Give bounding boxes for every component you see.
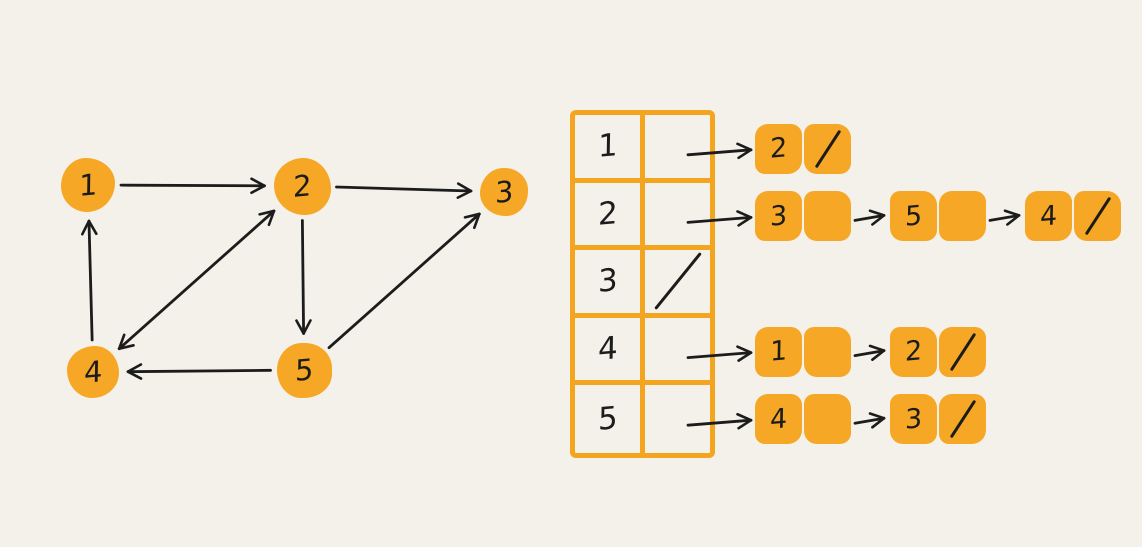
list-node-value-box-2-2: 4 <box>1025 191 1072 242</box>
graph-node-4: 4 <box>67 346 119 398</box>
graph-edges <box>81 177 481 380</box>
list-node-pointer-box-5-1 <box>939 394 986 445</box>
graph-node-2: 2 <box>273 157 331 215</box>
head-pointer-arrow-2 <box>686 210 753 227</box>
edge-1-2 <box>119 177 266 195</box>
graph-node-5: 5 <box>276 342 332 398</box>
graph-node-1: 1 <box>61 158 115 212</box>
list-node-value-box-4-0: 1 <box>755 326 802 377</box>
adjacency-table-vertex-cell-4: 4 <box>575 317 645 386</box>
edge-5-3 <box>327 212 481 350</box>
list-node-value-box-4-1: 2 <box>890 326 937 377</box>
list-node-pointer-box-5-0 <box>804 394 851 445</box>
edge-2-3 <box>335 182 473 199</box>
list-node-pointer-box-2-2 <box>1074 191 1121 242</box>
adjacency-table-vertex-cell-2: 2 <box>575 182 645 251</box>
head-pointer-arrow-1 <box>686 142 753 160</box>
adjacency-table-pointer-cell-4 <box>645 318 710 386</box>
graph-node-3: 3 <box>480 168 528 216</box>
list-node-value-box-5-0: 4 <box>755 394 802 445</box>
edge-2-4-bidirectional <box>117 209 276 351</box>
list-node-pointer-box-1-0 <box>804 123 851 174</box>
list-node-pointer-box-2-1 <box>939 191 986 242</box>
adjacency-table-pointer-cell-3 <box>645 250 710 318</box>
next-pointer-arrow-4-0 <box>853 344 886 362</box>
edge-2-5 <box>295 219 312 335</box>
head-pointer-arrow-4 <box>686 345 753 362</box>
adjacency-table-vertex-cell-3: 3 <box>575 250 645 318</box>
adjacency-table-vertex-cell-1: 1 <box>575 115 645 183</box>
adjacency-table-pointer-cell-2 <box>645 183 710 251</box>
edge-4-1 <box>81 219 98 342</box>
list-node-value-box-1-0: 2 <box>755 123 802 174</box>
pointer-arrows <box>686 142 1021 430</box>
next-pointer-arrow-2-0 <box>853 209 886 226</box>
list-node-pointer-box-4-0 <box>804 326 851 377</box>
next-pointer-arrow-5-0 <box>853 412 886 429</box>
next-pointer-arrow-2-1 <box>988 209 1021 226</box>
list-node-value-box-2-0: 3 <box>755 191 802 242</box>
adjacency-table-pointer-cell-1 <box>645 115 710 183</box>
edge-5-4 <box>126 363 272 380</box>
head-pointer-arrow-5 <box>686 412 753 430</box>
list-node-pointer-box-4-1 <box>939 326 986 377</box>
adjacency-table-vertex-cell-5: 5 <box>575 385 645 453</box>
list-node-value-box-5-1: 3 <box>890 394 937 445</box>
list-node-pointer-box-2-0 <box>804 191 851 242</box>
list-node-value-box-2-1: 5 <box>890 191 937 242</box>
